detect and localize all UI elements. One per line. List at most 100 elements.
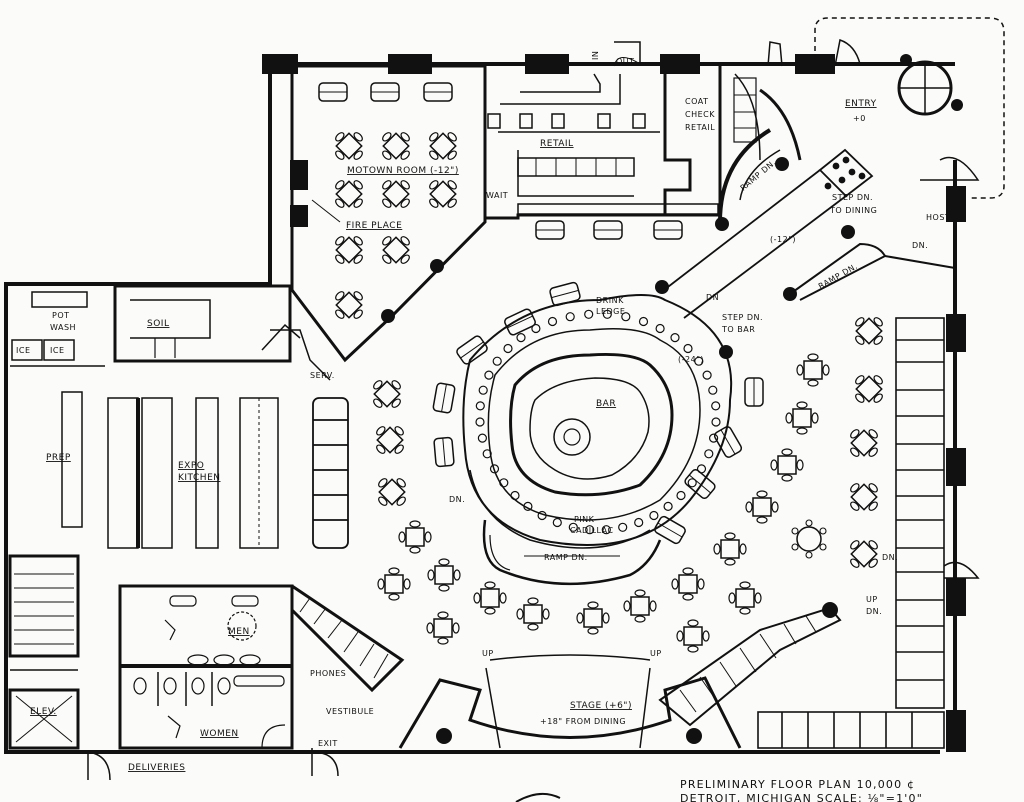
retail-area	[485, 41, 722, 220]
up-right-label: UP	[650, 649, 662, 658]
minus12-label: (-12")	[770, 235, 796, 244]
ramp-dn-top-label: RAMP DN.	[739, 158, 778, 193]
bar-stool	[499, 478, 509, 488]
women-label: WOMEN	[200, 729, 239, 739]
bar-stool	[618, 522, 628, 532]
minus24-label: (-24")	[678, 355, 704, 364]
stage	[398, 606, 842, 749]
coat-check-label-3: RETAIL	[685, 123, 715, 132]
bar-label: BAR	[596, 399, 616, 409]
wall-piers	[262, 54, 966, 752]
elevator-label: ELEV.	[30, 707, 57, 717]
bar-stool	[584, 309, 594, 319]
bar-stool	[489, 464, 500, 474]
entry	[718, 17, 1005, 223]
dining-tables-4top	[364, 308, 891, 653]
bar-stool	[708, 385, 718, 395]
step-dn-dining-label-2: TO DINING	[829, 206, 877, 215]
bar-stools	[475, 309, 721, 535]
in-label: IN	[591, 51, 600, 60]
stairs-elevator	[8, 554, 111, 781]
phones-label: PHONES	[310, 669, 346, 678]
prep-label: PREP	[46, 453, 71, 463]
guitar-neck-walkway	[663, 148, 874, 319]
dn-right-label: DN.	[912, 241, 928, 250]
title-line-1: PRELIMINARY FLOOR PLAN 10,000 ¢	[680, 778, 915, 791]
retail-label: RETAIL	[540, 139, 574, 149]
right-wall-booths	[757, 317, 980, 749]
bar-stool	[670, 333, 680, 343]
drink-ledge-label: DRINK	[596, 296, 624, 305]
bar-stool	[510, 490, 520, 501]
bar-stool	[704, 449, 714, 459]
bar-stool	[711, 401, 721, 411]
drink-ledge-label-2: LEDGE	[596, 307, 625, 316]
exit-label: EXIT	[318, 739, 338, 748]
central-bar	[462, 294, 733, 586]
serv-label: SERV.	[310, 371, 335, 380]
up-far-right-label: UP	[866, 595, 878, 604]
bar-stool	[484, 370, 494, 380]
vestibule	[290, 584, 405, 777]
kitchen	[10, 284, 331, 549]
bar-stool	[687, 478, 697, 488]
bar-stool	[475, 401, 485, 411]
bar-stool	[663, 501, 673, 511]
bar-stool	[516, 333, 526, 343]
pot-wash-label: POT	[52, 311, 70, 320]
booth-column	[312, 397, 349, 549]
retail-booths	[535, 220, 683, 240]
bar-stool	[602, 309, 612, 319]
entry-columns	[381, 54, 963, 744]
coat-check-label: COAT	[685, 97, 708, 106]
bar-stool	[601, 525, 611, 535]
pink-cadillac-label-2: CADILLAC	[570, 526, 614, 535]
bar-stool	[492, 356, 502, 366]
dn-left-label: DN.	[449, 495, 465, 504]
host-label: HOST	[926, 213, 950, 222]
dining-booths-bar	[431, 280, 764, 546]
bar-stool	[537, 510, 547, 521]
stage-label-2: +18" FROM DINING	[540, 717, 626, 726]
stage-label: STAGE (+6")	[570, 701, 632, 711]
coat-check-label-2: CHECK	[685, 110, 715, 119]
bar-stool	[552, 517, 562, 528]
bar-stool	[565, 312, 575, 322]
bar-stool	[475, 417, 485, 427]
step-dn-dining-label: STEP DN.	[832, 193, 873, 202]
bar-stool	[711, 417, 721, 427]
title-line-2: DETROIT, MICHIGAN SCALE: ⅛"=1'0"	[680, 792, 923, 802]
exterior-walls	[4, 62, 957, 754]
step-dn-bar-label-2: TO BAR	[721, 325, 755, 334]
bar-stool	[683, 343, 693, 354]
entry-label: ENTRY	[845, 99, 877, 109]
pink-cadillac-label: PINK	[574, 515, 595, 524]
entry-level-label: +0	[853, 114, 866, 123]
dn-wall-label: DN.	[882, 553, 898, 562]
men-label: MEN	[228, 627, 250, 637]
bar-stool	[503, 343, 513, 354]
dn-far-right-label: DN.	[866, 607, 882, 616]
bar-stool	[531, 323, 541, 334]
pot-wash-label-2: WASH	[50, 323, 76, 332]
coat-check	[663, 70, 761, 214]
bar-stool	[694, 356, 704, 366]
motown-room	[290, 64, 487, 363]
motown-room-label: MOTOWN ROOM (-12")	[347, 166, 459, 176]
ice-1-label: ICE	[16, 346, 31, 355]
motown-room-booths	[318, 82, 453, 102]
deliveries-label: DELIVERIES	[128, 763, 185, 773]
up-left-label: UP	[482, 649, 494, 658]
signature-mark	[515, 792, 561, 802]
ice-2-label: ICE	[50, 346, 65, 355]
bar-stool	[482, 449, 492, 459]
bar-stool	[523, 501, 533, 511]
bar-stool	[655, 323, 665, 334]
fire-place-label: FIRE PLACE	[346, 221, 402, 231]
bar-stool	[634, 517, 644, 528]
step-dn-bar-label: STEP DN.	[722, 313, 763, 322]
bar-stool	[676, 490, 686, 501]
bar-stool	[621, 312, 631, 322]
ramp-right	[789, 242, 956, 301]
bar-stool	[702, 370, 712, 380]
